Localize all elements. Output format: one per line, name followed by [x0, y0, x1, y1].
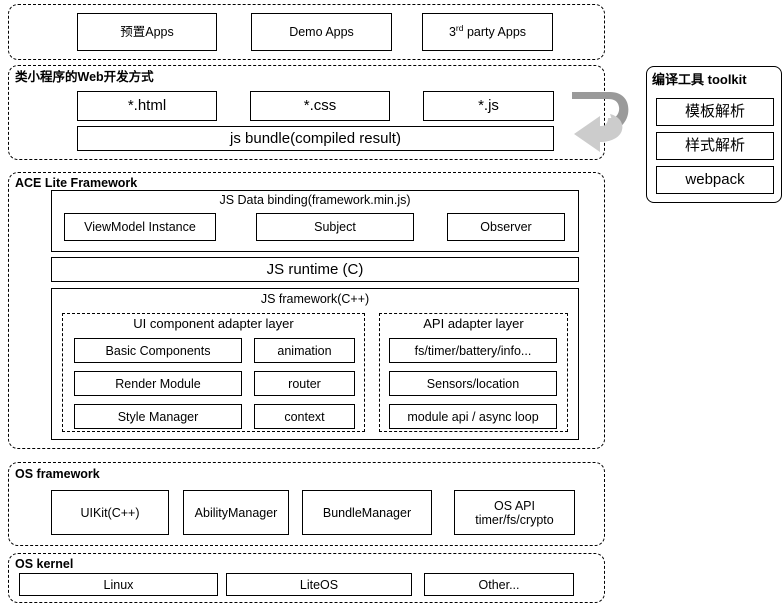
os-framework-title: OS framework: [14, 467, 101, 481]
binding-item-subject[interactable]: Subject: [256, 213, 414, 241]
file-box-html[interactable]: *.html: [77, 91, 217, 121]
os-kernel-item-linux[interactable]: Linux: [19, 573, 218, 596]
ui-item-animation[interactable]: animation: [254, 338, 355, 363]
ui-item-style-manager[interactable]: Style Manager: [74, 404, 242, 429]
ui-component-adapter-caption: UI component adapter layer: [133, 316, 294, 331]
api-adapter-caption: API adapter layer: [423, 316, 524, 331]
web-dev-layer-title: 类小程序的Web开发方式: [14, 70, 155, 84]
ace-lite-framework-container: [8, 172, 605, 449]
ui-item-context[interactable]: context: [254, 404, 355, 429]
os-framework-item-bundle-manager[interactable]: BundleManager: [302, 490, 432, 535]
os-kernel-container: [8, 553, 605, 603]
file-box-js[interactable]: *.js: [423, 91, 554, 121]
os-api-line1: OS API: [494, 498, 535, 513]
os-framework-item-ability-manager[interactable]: AbilityManager: [183, 490, 289, 535]
ui-item-router[interactable]: router: [254, 371, 355, 396]
api-item-sensors-location[interactable]: Sensors/location: [389, 371, 557, 396]
ace-lite-framework-title: ACE Lite Framework: [14, 176, 139, 190]
file-box-css[interactable]: *.css: [250, 91, 390, 121]
os-api-line2: timer/fs/crypto: [475, 512, 554, 527]
os-framework-container: [8, 462, 605, 546]
app-box-third-party[interactable]: 3rd party Apps: [422, 13, 553, 51]
js-data-binding-caption: JS Data binding(framework.min.js): [219, 193, 411, 207]
third-party-label: 3rd party Apps: [448, 22, 527, 39]
binding-item-viewmodel-instance[interactable]: ViewModel Instance: [64, 213, 216, 241]
app-box-demo[interactable]: Demo Apps: [251, 13, 392, 51]
os-kernel-item-other[interactable]: Other...: [424, 573, 574, 596]
js-framework-caption: JS framework(C++): [260, 292, 370, 306]
toolkit-item-style-parse[interactable]: 样式解析: [656, 132, 774, 160]
ui-item-basic-components[interactable]: Basic Components: [74, 338, 242, 363]
os-kernel-title: OS kernel: [14, 557, 75, 571]
apps-layer-container: [8, 4, 605, 60]
ui-item-render-module[interactable]: Render Module: [74, 371, 242, 396]
app-box-preset[interactable]: 预置Apps: [77, 13, 217, 51]
os-framework-item-uikit[interactable]: UIKit(C++): [51, 490, 169, 535]
os-kernel-item-liteos[interactable]: LiteOS: [226, 573, 412, 596]
toolkit-title: 编译工具 toolkit: [652, 72, 747, 87]
api-item-module-api-async-loop[interactable]: module api / async loop: [389, 404, 557, 429]
binding-item-observer[interactable]: Observer: [447, 213, 565, 241]
toolkit-item-template-parse[interactable]: 模板解析: [656, 98, 774, 126]
toolkit-item-webpack[interactable]: webpack: [656, 166, 774, 194]
os-framework-item-os-api[interactable]: OS API timer/fs/crypto: [454, 490, 575, 535]
js-runtime-box[interactable]: JS runtime (C): [51, 257, 579, 282]
api-item-fs-timer-battery-info[interactable]: fs/timer/battery/info...: [389, 338, 557, 363]
js-bundle-box[interactable]: js bundle(compiled result): [77, 126, 554, 151]
